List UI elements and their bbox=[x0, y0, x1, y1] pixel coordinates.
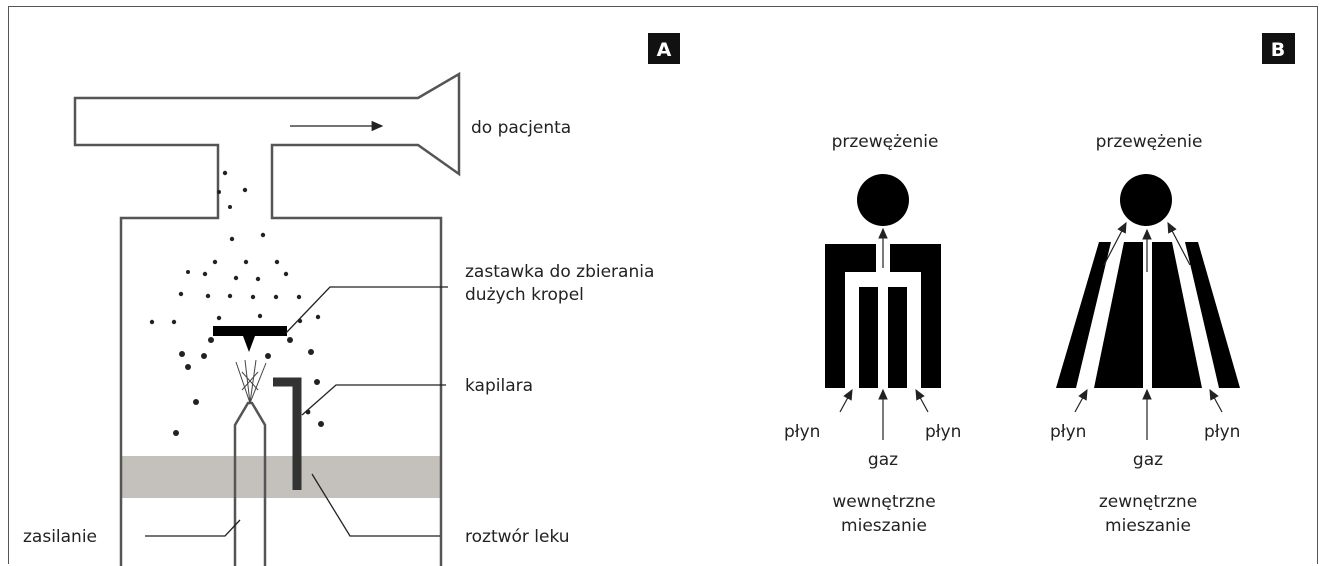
capillary bbox=[273, 377, 302, 490]
internal-right-outer-wall bbox=[890, 244, 941, 388]
droplet bbox=[233, 275, 239, 281]
droplet bbox=[208, 337, 214, 343]
panel-b: B przewężenie płyn płyn gaz wewnętrzne m… bbox=[784, 33, 1295, 536]
droplet bbox=[179, 351, 185, 357]
droplet bbox=[308, 349, 314, 355]
internal-right-inner-tube bbox=[888, 287, 907, 388]
droplet bbox=[201, 353, 207, 359]
badge-a-bg bbox=[648, 33, 680, 64]
external-mixing-nozzle: przewężenie płyn płyn gaz zewnętrzne mie… bbox=[1050, 132, 1240, 536]
badge-b: B bbox=[1271, 39, 1285, 61]
internal-fluid-right-label: płyn bbox=[925, 422, 961, 442]
droplet bbox=[212, 259, 218, 265]
external-fluid-right-label: płyn bbox=[1204, 422, 1240, 442]
label-to-patient: do pacjenta bbox=[471, 118, 571, 138]
droplet bbox=[283, 271, 289, 277]
droplet bbox=[257, 313, 263, 319]
external-left-inner-wall bbox=[1094, 242, 1143, 388]
external-arrow-left bbox=[1103, 221, 1127, 266]
droplet bbox=[287, 337, 293, 343]
droplet bbox=[274, 259, 280, 265]
internal-gas-label: gaz bbox=[868, 450, 898, 470]
badge-b-bg bbox=[1262, 33, 1295, 64]
droplet bbox=[205, 293, 211, 299]
droplet bbox=[255, 276, 261, 282]
leader-lines bbox=[145, 286, 448, 537]
external-gas-label: gaz bbox=[1133, 450, 1163, 470]
droplet bbox=[273, 294, 279, 300]
droplet bbox=[171, 319, 177, 325]
internal-caption-line1: wewnętrzne bbox=[832, 492, 935, 512]
external-constriction-orifice bbox=[1120, 174, 1172, 226]
droplet bbox=[185, 364, 191, 370]
droplet bbox=[296, 294, 302, 300]
droplet bbox=[178, 291, 184, 297]
label-supply: zasilanie bbox=[23, 527, 97, 547]
droplet bbox=[318, 421, 324, 427]
droplet bbox=[216, 315, 222, 321]
label-baffle-line2: dużych kropel bbox=[465, 285, 584, 305]
droplet bbox=[314, 379, 320, 385]
droplet bbox=[250, 294, 256, 300]
external-right-inner-wall bbox=[1152, 242, 1202, 388]
figure-frame bbox=[8, 6, 1318, 564]
label-baffle-line1: zastawka do zbierania bbox=[465, 262, 654, 282]
nebulizer-chamber-outline bbox=[73, 71, 461, 566]
label-drug-solution: roztwór leku bbox=[465, 527, 570, 547]
external-right-outer-wall bbox=[1185, 242, 1240, 388]
droplet bbox=[265, 353, 271, 359]
internal-caption-line2: mieszanie bbox=[841, 516, 927, 536]
label-capillary: kapilara bbox=[465, 376, 533, 396]
internal-mixing-nozzle: przewężenie płyn płyn gaz wewnętrzne mie… bbox=[784, 132, 961, 536]
internal-left-outer-wall bbox=[825, 244, 876, 388]
internal-constriction-orifice bbox=[857, 174, 909, 226]
droplet bbox=[149, 319, 155, 325]
droplet bbox=[260, 232, 266, 238]
internal-fluid-right-arrow bbox=[915, 388, 929, 413]
external-fluid-right-arrow bbox=[1209, 388, 1223, 413]
droplet bbox=[193, 399, 199, 405]
badge-a: A bbox=[657, 39, 672, 61]
panel-a: A do p bbox=[23, 33, 680, 566]
spray-jets bbox=[235, 359, 267, 404]
external-constriction-label: przewężenie bbox=[1096, 132, 1203, 152]
internal-fluid-left-label: płyn bbox=[784, 422, 820, 442]
droplet bbox=[243, 259, 249, 265]
baffle-stem bbox=[243, 336, 255, 352]
droplet bbox=[222, 170, 228, 176]
internal-constriction-label: przewężenie bbox=[832, 132, 939, 152]
droplet bbox=[242, 187, 248, 193]
baffle bbox=[213, 326, 287, 336]
droplet bbox=[186, 270, 190, 274]
droplet bbox=[173, 430, 179, 436]
internal-fluid-left-arrow bbox=[839, 388, 853, 413]
drug-solution-liquid bbox=[121, 456, 440, 498]
external-caption-line1: zewnętrzne bbox=[1099, 492, 1197, 512]
external-left-outer-wall bbox=[1056, 242, 1111, 388]
internal-left-inner-tube bbox=[859, 287, 878, 388]
droplet bbox=[228, 205, 232, 209]
droplet bbox=[229, 236, 235, 242]
droplet bbox=[217, 190, 221, 194]
external-arrow-right bbox=[1167, 221, 1191, 266]
droplet bbox=[227, 293, 233, 299]
external-fluid-left-arrow bbox=[1074, 388, 1088, 413]
droplet bbox=[315, 314, 321, 320]
droplet bbox=[202, 271, 208, 277]
external-fluid-left-label: płyn bbox=[1050, 422, 1086, 442]
external-caption-line2: mieszanie bbox=[1105, 516, 1191, 536]
